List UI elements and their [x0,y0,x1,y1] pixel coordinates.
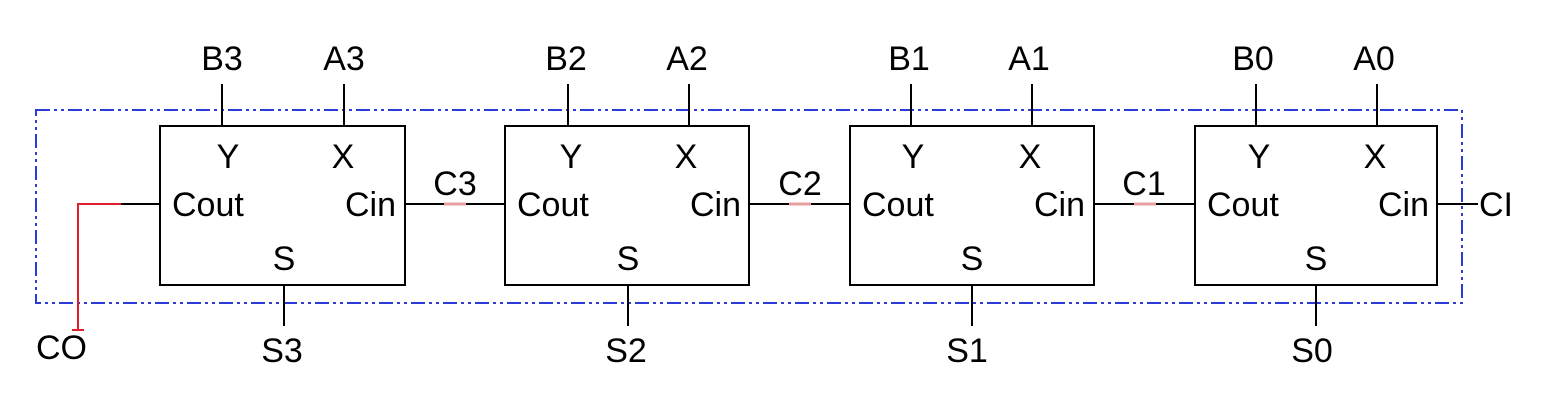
input-a0-label: A0 [1353,40,1395,78]
input-b3-label: B3 [201,40,243,78]
input-b1-label: B1 [888,40,930,78]
carry-c1-label: C1 [1122,165,1165,203]
output-s2-label: S2 [605,332,647,370]
full-adder-0: B0 A0 Y X Cout Cin S S0 [1194,40,1438,370]
port-x-label: X [675,138,698,176]
carry-c3-label: C3 [433,165,476,203]
carry-out-label: CO [36,329,87,367]
output-s1-label: S1 [946,332,988,370]
port-cin-label: Cin [690,186,741,224]
port-y-label: Y [902,138,925,176]
port-cout-label: Cout [517,186,589,224]
full-adder-2: B2 A2 Y X Cout Cin S S2 [504,40,750,370]
port-s-label: S [961,240,984,278]
adder-box-1 [849,125,1095,286]
carry-c2-label: C2 [778,165,821,203]
port-x-label: X [1364,138,1387,176]
carry-in-label: CI [1479,186,1513,224]
port-cout-label: Cout [172,186,244,224]
port-s-label: S [273,240,296,278]
port-cin-label: Cin [1378,186,1429,224]
port-x-label: X [332,138,355,176]
port-cout-label: Cout [1207,186,1279,224]
port-y-label: Y [217,138,240,176]
full-adder-1: B1 A1 Y X Cout Cin S S1 [849,40,1095,370]
port-y-label: Y [1248,138,1271,176]
input-b0-label: B0 [1232,40,1274,78]
port-x-label: X [1019,138,1042,176]
input-a3-label: A3 [323,40,365,78]
port-cout-label: Cout [862,186,934,224]
input-b2-label: B2 [545,40,587,78]
port-cin-label: Cin [345,186,396,224]
port-cin-label: Cin [1034,186,1085,224]
output-s3-label: S3 [261,332,303,370]
adder-box-0 [1194,125,1438,286]
port-s-label: S [617,240,640,278]
full-adder-3: B3 A3 Y X Cout Cin S S3 [159,40,406,370]
port-s-label: S [1305,240,1328,278]
adder-box-3 [159,125,406,286]
input-a1-label: A1 [1008,40,1050,78]
input-a2-label: A2 [666,40,708,78]
output-s0-label: S0 [1291,332,1333,370]
adder-boundary [35,109,1463,304]
carry-out-wire [77,203,121,330]
port-y-label: Y [560,138,583,176]
adder-box-2 [504,125,750,286]
